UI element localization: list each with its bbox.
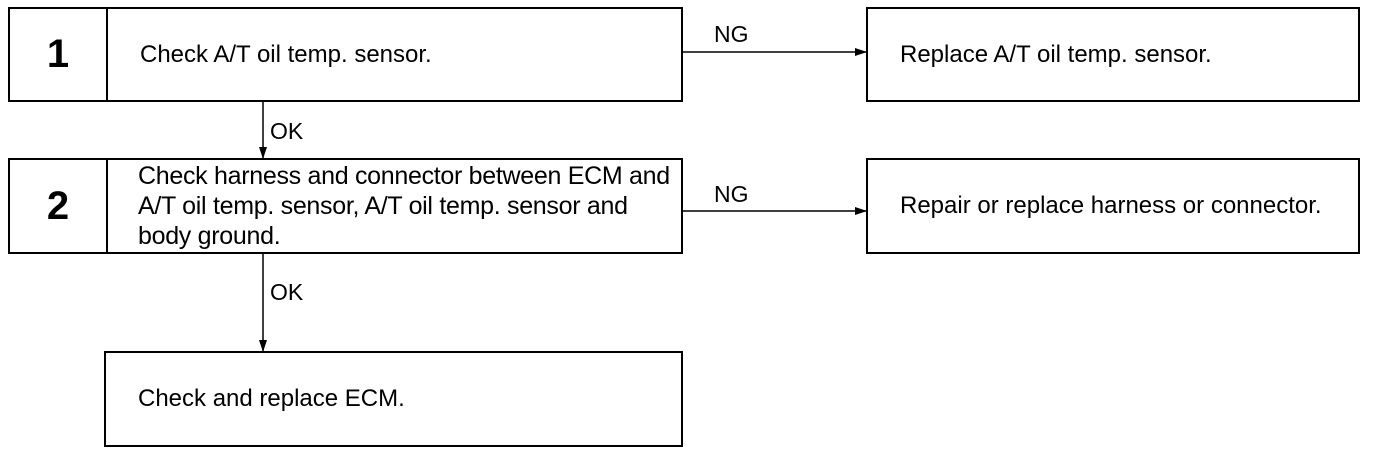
result-2-text: Repair or replace harness or connector. [900, 192, 1322, 219]
edge-label-step1-ok: OK [270, 118, 304, 144]
result-2-box: Repair or replace harness or connector. [866, 158, 1360, 254]
result-1-box: Replace A/T oil temp. sensor. [866, 7, 1360, 102]
step-2-number: 2 [10, 160, 108, 252]
step-2-box: 2 Check harness and connector between EC… [8, 158, 683, 254]
step-1-box: 1 Check A/T oil temp. sensor. [8, 7, 683, 102]
edge-label-step2-ok: OK [270, 279, 304, 305]
edge-label-step1-ng: NG [714, 21, 749, 47]
step-2-text: Check harness and connector between ECM … [138, 162, 670, 250]
step-1-text: Check A/T oil temp. sensor. [140, 41, 432, 68]
result-1-text: Replace A/T oil temp. sensor. [900, 40, 1212, 68]
edge-label-step2-ng: NG [714, 181, 749, 207]
result-3-text: Check and replace ECM. [138, 385, 405, 412]
result-3-box: Check and replace ECM. [104, 351, 683, 447]
step-1-number: 1 [10, 9, 108, 100]
